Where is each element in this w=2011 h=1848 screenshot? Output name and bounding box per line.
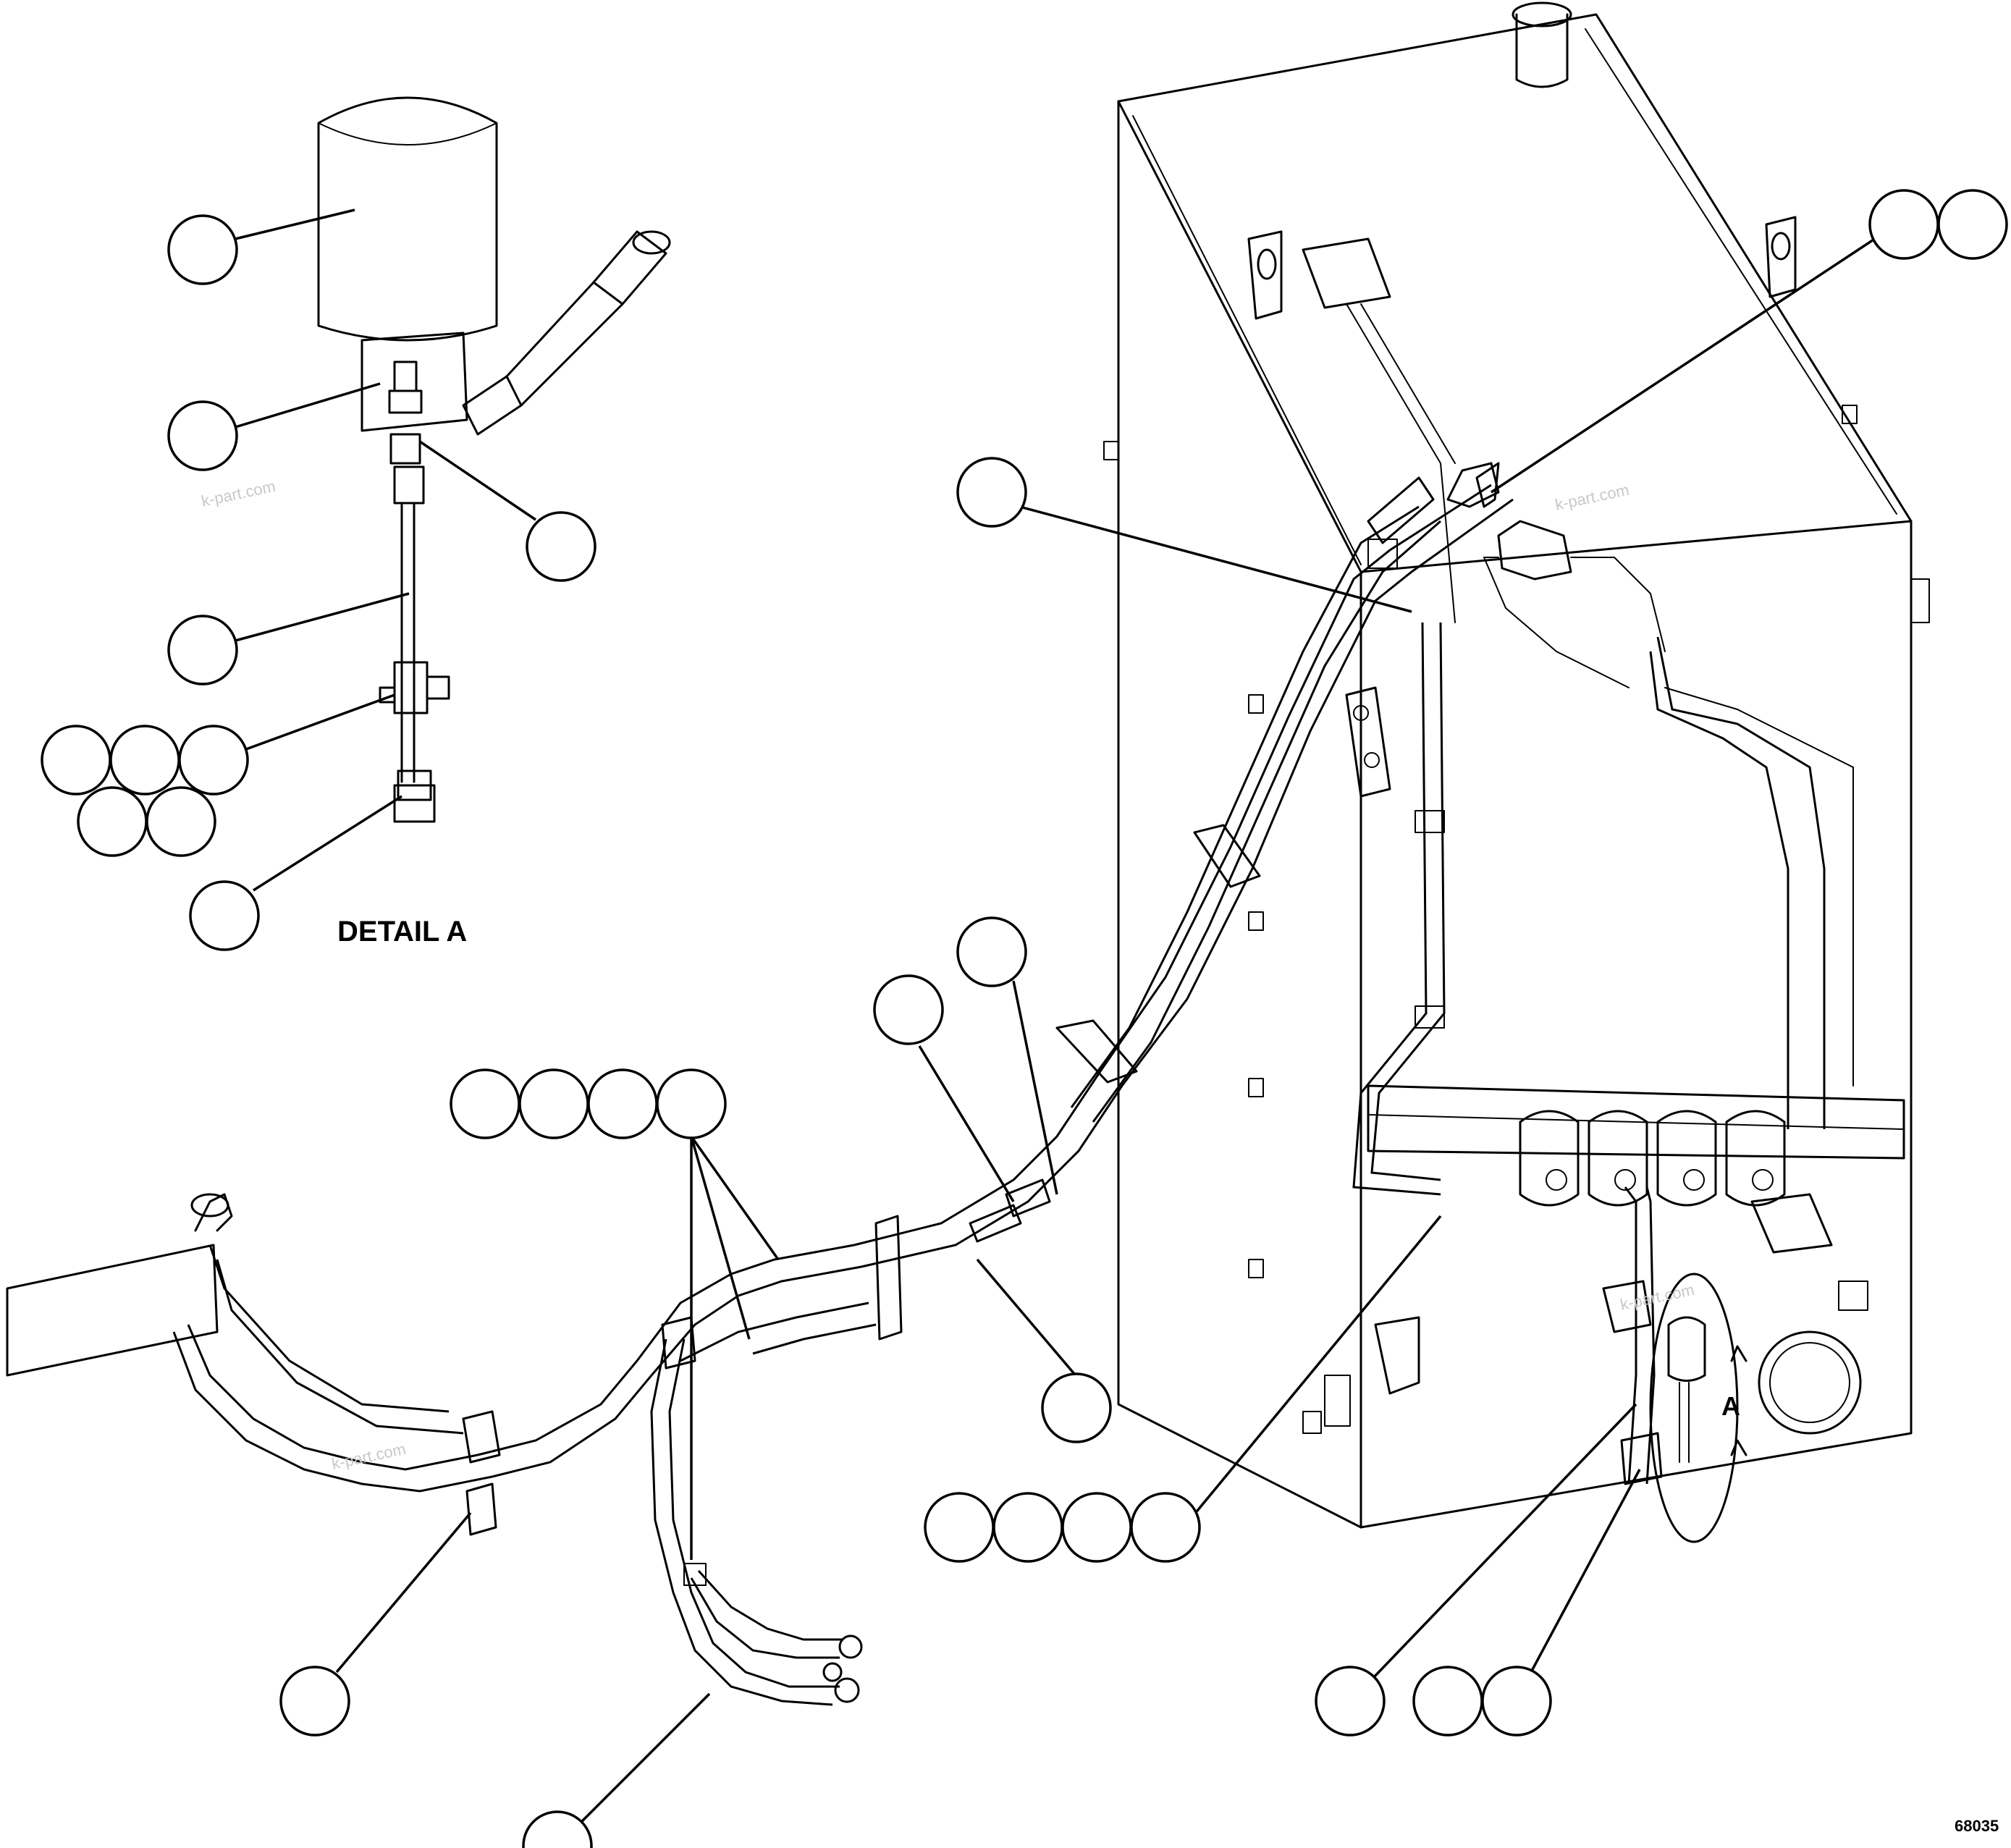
filter-head-bracket — [361, 332, 468, 432]
mounting-clamp — [393, 661, 429, 714]
filler-neck — [1515, 13, 1569, 88]
callout-bubble — [992, 1492, 1063, 1563]
upper-nut — [393, 465, 425, 505]
callout-bubble — [1868, 189, 1939, 260]
callout-bubble — [178, 725, 249, 796]
callout-bubble — [1041, 1372, 1112, 1443]
drawing-number: 68035 — [1955, 1817, 1999, 1835]
callout-bubble — [656, 1068, 727, 1139]
hydraulic-tank: A — [1103, 1, 1930, 1543]
view-marker-a: A — [1721, 1391, 1740, 1421]
watermark: k-part.com — [1619, 1280, 1696, 1314]
filter-elements — [1519, 1110, 1786, 1207]
detail-a-title: DETAIL A — [337, 916, 467, 948]
callout-bubble — [956, 457, 1027, 528]
callout-bubble — [109, 725, 180, 796]
callout-bubble — [1130, 1492, 1201, 1563]
callout-bubble — [873, 974, 944, 1045]
callout-bubble — [77, 786, 148, 857]
top-valve-assembly — [1497, 520, 1572, 581]
callout-bubble — [956, 916, 1027, 987]
callout-bubble — [450, 1068, 520, 1139]
callout-bubble — [167, 214, 238, 285]
callout-bubble — [522, 1810, 593, 1848]
tank-body-outline — [1117, 13, 1913, 1529]
callout-bubble — [167, 400, 238, 471]
callout-bubble — [189, 880, 260, 951]
detail-a-indicator-ellipse — [1649, 1273, 1739, 1543]
callout-bubble — [146, 786, 216, 857]
pump-block — [6, 1244, 219, 1377]
watermark: k-part.com — [200, 477, 277, 510]
callout-bubble — [1061, 1492, 1132, 1563]
watermark: k-part.com — [1553, 481, 1631, 514]
callout-bubble — [518, 1068, 589, 1139]
callout-bubble — [1937, 189, 2008, 260]
callout-bubble — [1315, 1666, 1386, 1737]
detail-a-filter-assembly: DETAIL A — [317, 96, 671, 948]
callout-bubble — [924, 1492, 995, 1563]
callout-bubble — [587, 1068, 658, 1139]
callout-bubble — [1481, 1666, 1552, 1737]
round-cover-plate — [1758, 1330, 1862, 1435]
callout-bubble — [279, 1666, 350, 1737]
callout-bubble — [41, 725, 111, 796]
lower-fitting — [393, 784, 436, 823]
callout-bubble — [1412, 1666, 1483, 1737]
filter-canister — [317, 96, 498, 342]
callouts — [41, 189, 2008, 1848]
callout-bubble — [167, 615, 238, 685]
callout-bubble — [526, 511, 596, 582]
cross-beam — [1367, 1084, 1905, 1160]
